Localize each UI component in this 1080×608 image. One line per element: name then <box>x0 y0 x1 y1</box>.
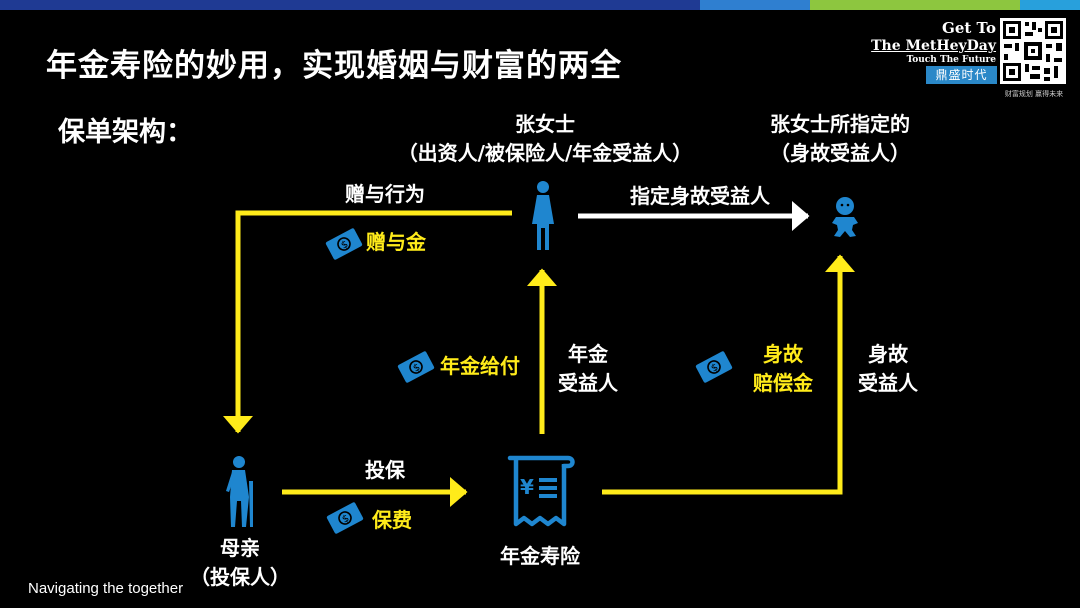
edge-insure: 投保 <box>365 458 405 482</box>
edge-designate: 指定身故受益人 <box>630 184 770 208</box>
node-zhang-name: 张女士 <box>515 112 575 136</box>
node-mother-line2: （投保人） <box>190 565 290 589</box>
money-icon: $ <box>326 502 364 534</box>
baby-icon <box>832 197 858 237</box>
policy-document-icon: ¥ <box>507 455 575 527</box>
node-zhang: 张女士 （出资人/被保险人/年金受益人） <box>370 110 720 168</box>
svg-text:$: $ <box>340 513 351 526</box>
edge-annuity-beneficiary: 年金 受益人 <box>545 340 631 398</box>
woman-icon <box>532 181 554 250</box>
edge-annuity-beneficiary-line1: 年金 <box>568 342 608 366</box>
money-icon: $ <box>325 228 363 260</box>
strip-segment-3 <box>810 0 1020 10</box>
elderly-icon <box>226 456 253 527</box>
svg-text:¥: ¥ <box>520 475 534 499</box>
node-zhang-role: （出资人/被保险人/年金受益人） <box>397 141 693 165</box>
edge-death-beneficiary: 身故 受益人 <box>845 340 931 398</box>
edge-premium: 保费 <box>372 508 412 532</box>
money-icon: $ <box>695 351 733 383</box>
gift-arrow <box>223 210 512 434</box>
node-mother-line1: 母亲 <box>220 536 260 560</box>
node-policy: 年金寿险 <box>500 544 580 568</box>
edge-annuity-beneficiary-line2: 受益人 <box>558 371 618 395</box>
node-beneficiary-line1: 张女士所指定的 <box>770 112 910 136</box>
edge-annuity-payment: 年金给付 <box>440 354 520 378</box>
edge-death-benefit: 身故 赔偿金 <box>740 340 826 398</box>
node-beneficiary: 张女士所指定的 （身故受益人） <box>740 110 940 168</box>
death-benefit-arrow <box>602 254 855 495</box>
edge-death-beneficiary-line2: 受益人 <box>858 371 918 395</box>
logo-line-2: The MetHeyDay <box>871 38 996 54</box>
svg-text:$: $ <box>411 362 422 375</box>
logo-badge: 鼎盛时代 <box>926 66 997 84</box>
edge-death-benefit-line2: 赔偿金 <box>753 371 813 395</box>
money-icon: $ <box>397 351 435 383</box>
strip-segment-4 <box>1020 0 1080 10</box>
strip-segment-1 <box>0 0 700 10</box>
top-color-strip <box>0 0 1080 10</box>
logo-line-1: Get To <box>942 19 996 37</box>
edge-gift-act: 赠与行为 <box>345 182 425 206</box>
node-mother: 母亲 （投保人） <box>180 534 300 592</box>
svg-text:$: $ <box>709 362 720 375</box>
qr-caption: 财富规划 赢得未来 <box>1004 90 1064 98</box>
edge-death-benefit-line1: 身故 <box>763 342 803 366</box>
section-subtitle: 保单架构： <box>58 117 193 148</box>
node-beneficiary-line2: （身故受益人） <box>770 141 910 165</box>
edge-gift-money: 赠与金 <box>366 230 426 254</box>
svg-text:$: $ <box>339 239 350 252</box>
page-title: 年金寿险的妙用，实现婚姻与财富的两全 <box>46 48 622 84</box>
footer-slogan: Navigating the together <box>28 580 184 597</box>
strip-segment-2 <box>700 0 810 10</box>
qr-code-icon <box>1000 18 1066 84</box>
logo-line-3: Touch The Future <box>906 55 996 65</box>
edge-death-beneficiary-line1: 身故 <box>868 342 908 366</box>
